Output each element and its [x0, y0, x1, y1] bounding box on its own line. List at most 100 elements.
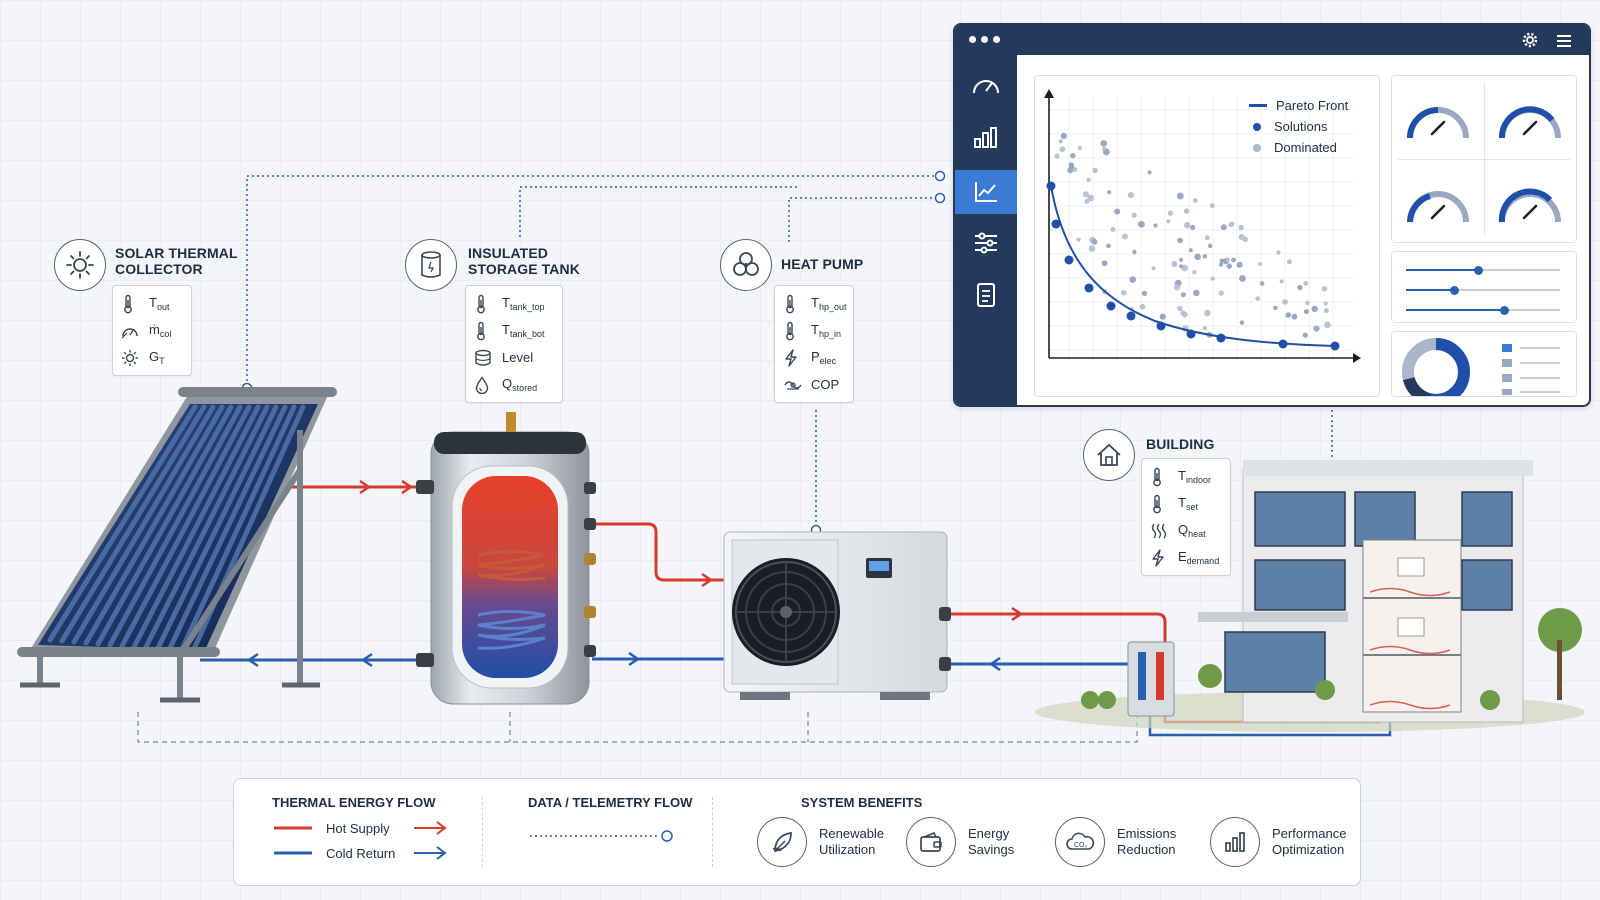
sensor-label: Ttank_bot: [502, 322, 545, 339]
dominated-point: [1129, 276, 1136, 283]
sensor-label: Ttank_top: [502, 295, 545, 312]
dominated-point: [1192, 270, 1197, 275]
sensor-label: Thp_out: [811, 295, 847, 312]
thermometer-icon: [474, 321, 496, 341]
dominated-point: [1087, 194, 1095, 202]
slider-handle-1[interactable]: [1474, 266, 1483, 275]
dominated-point: [1193, 289, 1200, 297]
dominated-point: [1184, 221, 1191, 229]
dominated-point: [1054, 153, 1060, 159]
dominated-point: [1204, 309, 1211, 317]
wallet-icon: [920, 832, 942, 852]
thermometer-icon: [121, 294, 143, 314]
dominated-point: [1279, 279, 1284, 284]
heat-pump-illustration: [723, 531, 951, 700]
hot-supply-pipes: [285, 485, 1167, 655]
dominated-point: [1192, 198, 1198, 203]
optimization-dashboard: Pareto Front Solutions Dominated: [953, 23, 1591, 407]
heatpump-sensor-3: COP: [783, 371, 845, 398]
dominated-point: [1076, 237, 1081, 242]
dominated-point: [1324, 321, 1331, 329]
dominated-point: [1121, 290, 1127, 296]
dominated-point: [1210, 276, 1215, 281]
sidebar-item-scatter[interactable]: [955, 170, 1017, 214]
heatpump-sensor-2: Pelec: [783, 344, 845, 371]
heatpump-title: HEAT PUMP: [781, 256, 864, 272]
dominated-point: [1276, 250, 1281, 255]
building-sensor-0: Tindoor: [1150, 463, 1222, 490]
pareto-solution-point: [1278, 339, 1288, 349]
thermometer-icon: [1150, 494, 1172, 514]
thermometer-icon: [783, 294, 805, 314]
dominated-point: [1323, 301, 1328, 306]
gear-icon[interactable]: [1521, 31, 1539, 49]
building-sensor-1: Tset: [1150, 490, 1222, 517]
solar-sensor-2: GT: [121, 344, 183, 371]
sidebar-item-sliders[interactable]: [955, 221, 1017, 265]
dominated-point: [1238, 224, 1244, 231]
dominated-point: [1258, 262, 1262, 266]
dominated-point: [1177, 305, 1183, 312]
solar-collector-illustration: [17, 387, 337, 703]
dominated-point: [1209, 203, 1215, 209]
dominated-point: [1179, 257, 1184, 262]
dominated-point: [1303, 281, 1309, 286]
dominated-point: [1106, 243, 1111, 249]
sidebar-item-gauge[interactable]: [955, 63, 1017, 107]
dominated-point: [1138, 220, 1145, 228]
slider-handle-3[interactable]: [1500, 306, 1509, 315]
lightning-icon: [1150, 548, 1172, 567]
sidebar-item-bars[interactable]: [955, 115, 1017, 159]
benefits-heading: SYSTEM BENEFITS: [801, 795, 923, 810]
heatpump-sensor-0: Thp_out: [783, 290, 847, 317]
tank-sensor-3: Qstored: [474, 371, 554, 398]
dominated-point: [1323, 308, 1329, 314]
dominated-point: [1077, 145, 1083, 151]
hot-supply-label: Hot Supply: [326, 821, 390, 836]
sun-icon: [66, 251, 94, 279]
dominated-point: [1122, 233, 1128, 240]
pareto-solution-point: [1126, 311, 1136, 321]
solar-icon-badge: [54, 239, 106, 291]
dominated-point: [1188, 248, 1193, 253]
menu-icon[interactable]: [1555, 33, 1573, 49]
sidebar-item-report[interactable]: [955, 273, 1017, 317]
cold-return-pipes: [200, 657, 1133, 666]
dominated-point: [1231, 257, 1236, 263]
cop-icon: [783, 377, 805, 393]
scatter-chart-icon: [975, 182, 997, 202]
building-illustration: [1035, 460, 1585, 732]
dominated-point: [1190, 224, 1196, 231]
data-flow-heading: DATA / TELEMETRY FLOW: [528, 795, 693, 810]
sensor-label: Tout: [149, 295, 170, 312]
dominated-point: [1305, 300, 1310, 306]
flow-meter-icon: [121, 322, 143, 340]
dominated-point: [1088, 245, 1096, 252]
tank-sensor-2: Level: [474, 344, 554, 371]
dominated-point: [1084, 198, 1090, 204]
building-sensor-2: Qheat: [1150, 517, 1222, 544]
pareto-chart: [1044, 89, 1361, 363]
slider-handle-2[interactable]: [1450, 286, 1459, 295]
document-icon: [977, 283, 995, 307]
gauge-icon: [1407, 106, 1561, 223]
dominated-point: [1287, 259, 1292, 265]
sensor-label: GT: [149, 349, 165, 366]
dominated-point: [1082, 191, 1089, 198]
dominated-point: [1303, 309, 1309, 315]
dominated-point: [1226, 263, 1232, 269]
solar-sensor-1: ṁcol: [121, 317, 183, 344]
dominated-point: [1204, 235, 1210, 241]
dominated-point: [1110, 226, 1116, 232]
telemetry-lines: [246, 175, 1333, 528]
dominated-point: [1321, 286, 1328, 292]
speedometer-icon: [973, 80, 999, 94]
pareto-solution-point: [1216, 333, 1226, 343]
dominated-point: [1127, 192, 1134, 199]
